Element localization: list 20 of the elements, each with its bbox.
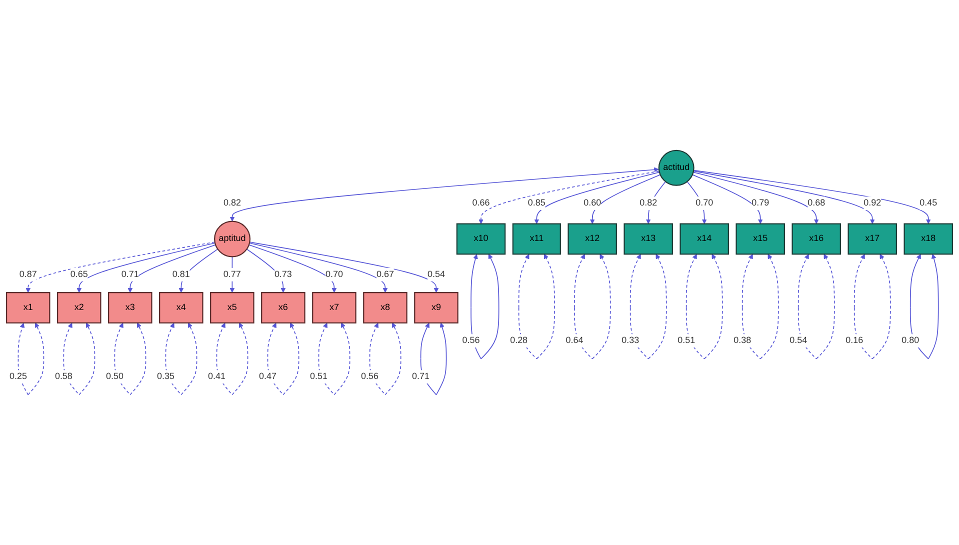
observed-variable-box: x3 (108, 292, 152, 324)
observed-variable-box: x9 (414, 292, 458, 324)
latent-variable-circle: actitud (658, 150, 694, 186)
observed-variable-box: x17 (848, 223, 898, 254)
observed-variable-box: x2 (56, 292, 102, 324)
latent-variable-circle: aptitud (214, 220, 251, 258)
observed-variable-box: x6 (261, 292, 306, 324)
observed-variable-box: x12 (568, 223, 617, 254)
observed-variable-box: x8 (363, 292, 408, 324)
observed-variable-box: x18 (904, 223, 954, 254)
observed-variable-box: x1 (6, 292, 50, 324)
observed-variable-box: x10 (456, 223, 506, 254)
observed-variable-box: x7 (312, 292, 356, 324)
observed-variable-box: x4 (159, 292, 204, 324)
observed-variable-box: x14 (680, 223, 729, 254)
observed-variable-box: x11 (512, 223, 561, 254)
observed-variable-box: x13 (624, 223, 673, 254)
observed-variable-box: x15 (736, 223, 785, 254)
observed-variable-box: x5 (210, 292, 254, 324)
observed-variable-box: x16 (792, 223, 842, 254)
